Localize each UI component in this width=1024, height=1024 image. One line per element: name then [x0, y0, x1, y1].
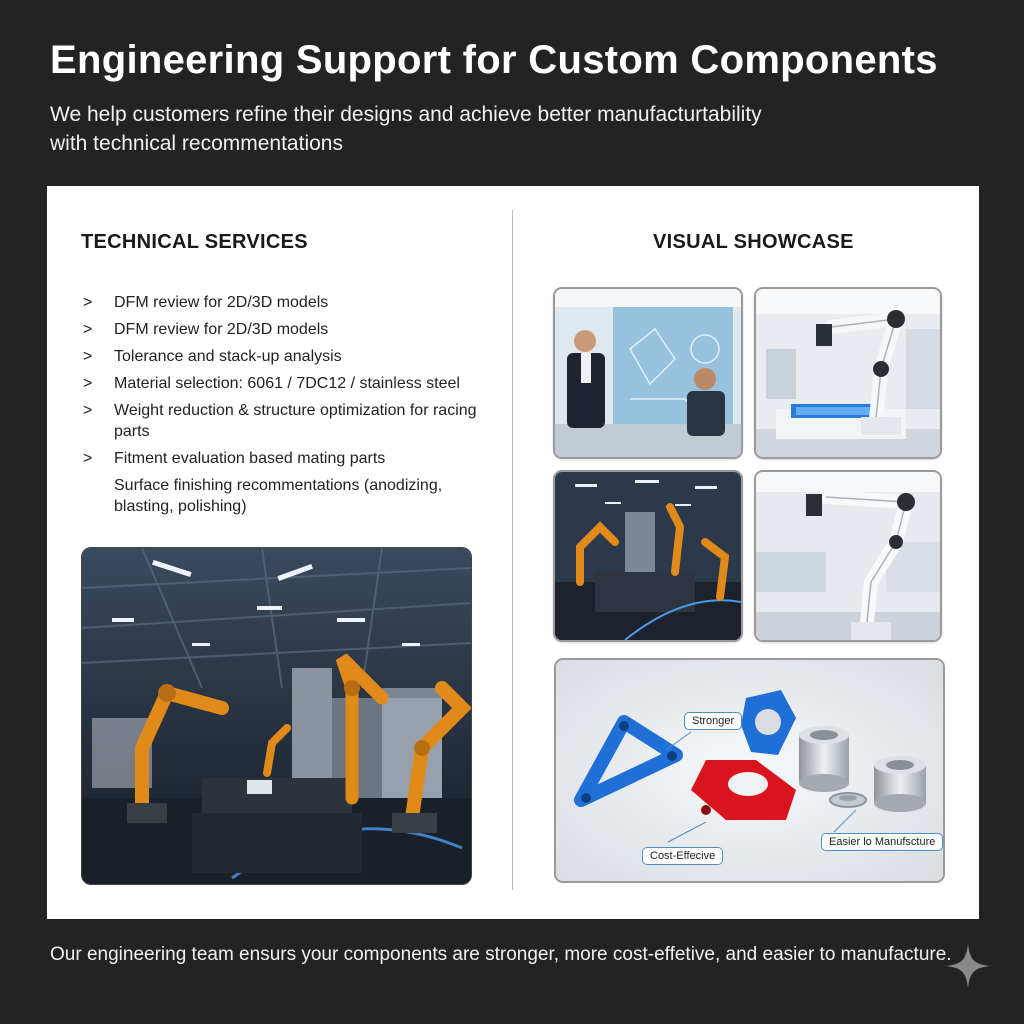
services-list: > DFM review for 2D/3D models > DFM review… — [83, 292, 503, 523]
chevron-right-icon: > — [83, 294, 93, 311]
sparkle-icon — [946, 944, 990, 988]
list-item: > DFM review for 2D/3D models — [83, 292, 503, 313]
callout-easier-to-manufacture: Easier lo Manufscture — [821, 833, 943, 851]
chevron-right-icon: > — [83, 450, 93, 467]
chevron-right-icon: > — [83, 348, 93, 365]
list-item: > DFM review for 2D/3D models — [83, 319, 503, 340]
engineers-hologram-photo — [553, 287, 743, 459]
service-item-text: Weight reduction & structure optimizatio… — [114, 402, 477, 440]
content-panel: TECHNICAL SERVICES > DFM review for 2D/3D… — [47, 186, 979, 919]
service-item-text: Surface finishing recommentations (anodi… — [114, 477, 443, 515]
robot-arm-lab-photo — [754, 287, 942, 459]
column-divider — [512, 210, 513, 890]
robot-arm-photo — [754, 470, 942, 642]
chevron-right-icon: > — [83, 321, 93, 338]
visual-showcase-heading: VISUAL SHOWCASE — [653, 231, 854, 253]
chevron-right-icon: > — [83, 375, 93, 392]
callout-stronger: Stronger — [684, 712, 743, 730]
service-item-text: DFM review for 2D/3D models — [114, 294, 329, 311]
machined-parts-photo: Stronger Cost-Effecive Easier lo Manufsc… — [554, 658, 945, 883]
service-item-text: Material selection: 6061 / 7DC12 / stain… — [114, 375, 460, 392]
technical-services-heading: TECHNICAL SERVICES — [81, 231, 308, 253]
factory-robots-photo-small — [553, 470, 743, 642]
service-item-text: DFM review for 2D/3D models — [114, 321, 329, 338]
footer-text: Our engineering team ensurs your compone… — [50, 944, 952, 965]
list-item: > Fitment evaluation based mating parts — [83, 448, 503, 469]
service-item-text: Tolerance and stack-up analysis — [114, 348, 342, 365]
page-subtitle: We help customers refine their designs a… — [50, 100, 850, 158]
factory-robots-photo — [81, 547, 472, 885]
list-item: Surface finishing recommentations (anodi… — [83, 475, 503, 517]
service-item-text: Fitment evaluation based mating parts — [114, 450, 386, 467]
list-item: > Tolerance and stack-up analysis — [83, 346, 503, 367]
list-item: > Weight reduction & structure optimizati… — [83, 400, 503, 442]
page-title: Engineering Support for Custom Component… — [50, 38, 938, 82]
subtitle-line: with technical recommentations — [50, 132, 343, 155]
chevron-right-icon: > — [83, 402, 93, 419]
callout-cost-effective: Cost-Effecive — [642, 847, 724, 865]
list-item: > Material selection: 6061 / 7DC12 / stai… — [83, 373, 503, 394]
subtitle-line: We help customers refine their designs a… — [50, 103, 762, 126]
